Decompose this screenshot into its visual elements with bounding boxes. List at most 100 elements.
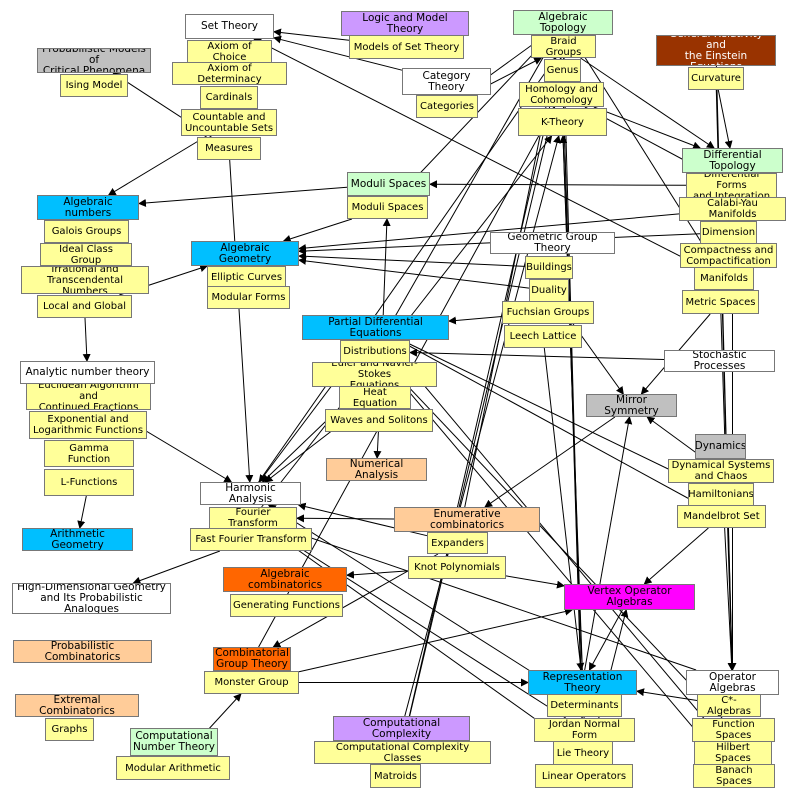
node-models-of-set-theory: Models of Set Theory xyxy=(349,35,464,59)
node-categories: Categories xyxy=(416,95,478,118)
edge-linear-operators-to-genus xyxy=(559,81,585,765)
node-dynamics: Dynamics xyxy=(695,434,746,459)
node-heat-equation: Heat Equation xyxy=(339,386,411,409)
node-ideal-class-group: Ideal Class Group xyxy=(40,243,132,266)
node-axiom-of-choice: Axiom of Choice xyxy=(187,40,272,63)
node-general-relativity: General Relativity and the Einstein Equa… xyxy=(656,35,776,66)
node-probabilistic-combinatorics: Probabilistic Combinatorics xyxy=(13,640,152,663)
edge-enumerative-combinatorics-to-fourier-transform xyxy=(296,514,395,523)
node-curvature: Curvature xyxy=(688,67,744,90)
node-duality: Duality xyxy=(529,279,569,302)
node-numerical-analysis: Numerical Analysis xyxy=(326,458,427,481)
node-linear-operators: Linear Operators xyxy=(535,764,633,788)
edge-curvature-to-differential-topology xyxy=(717,89,733,149)
node-computational-complexity: Computational Complexity xyxy=(333,716,470,741)
node-algebraic-numbers: Algebraic numbers xyxy=(37,195,139,220)
node-buildings: Buildings xyxy=(525,256,573,279)
node-matroids: Matroids xyxy=(370,764,421,788)
edge-measures-to-harmonic-analysis xyxy=(229,159,254,483)
edge-mirror-symmetry-to-enumerative-combinatorics xyxy=(484,416,616,508)
node-hilbert-spaces: Hilbert Spaces xyxy=(694,741,772,765)
node-category-theory: Category Theory xyxy=(402,68,491,95)
edge-moduli-spaces-to-algebraic-geometry xyxy=(282,218,353,243)
edge-waves-solitons-to-numerical-analysis xyxy=(373,431,382,459)
node-c-star-algebras: C*-Algebras xyxy=(697,694,761,717)
node-k-theory: K-Theory xyxy=(518,108,607,136)
node-dynamical-systems: Dynamical Systems and Chaos xyxy=(668,459,774,483)
node-hamiltonians: Hamiltonians xyxy=(688,483,754,506)
node-function-spaces: Function Spaces xyxy=(692,718,775,742)
node-irrational-numbers: Irrational and Transcendental Numbers xyxy=(21,266,149,294)
edge-countable-sets-to-algebraic-numbers xyxy=(107,135,207,196)
node-differential-forms: Differential Forms and Integration xyxy=(686,173,777,198)
node-representation-theory: Representation Theory xyxy=(528,670,637,695)
node-prob-models: Probabilistic Models of Critical Phenome… xyxy=(37,48,151,73)
node-compactness: Compactness and Compactification xyxy=(680,243,777,268)
node-local-global: Local and Global xyxy=(37,295,132,318)
node-waves-solitons: Waves and Solitons xyxy=(325,409,433,432)
node-geometric-group-theory: Geometric Group Theory xyxy=(490,232,615,254)
node-axiom-of-determinacy: Axiom of Determinacy xyxy=(172,62,287,85)
node-algebraic-geometry: Algebraic Geometry xyxy=(191,241,299,266)
node-computational-complexity-classes: Computational Complexity Classes xyxy=(314,741,491,764)
node-banach-spaces: Banach Spaces xyxy=(693,764,775,788)
node-operator-algebras: Operator Algebras xyxy=(686,670,779,695)
node-lie-theory: Lie Theory xyxy=(553,741,613,765)
node-leech-lattice: Leech Lattice xyxy=(504,325,582,348)
node-combinatorial-group-theory: Combinatorial Group Theory xyxy=(213,647,291,671)
node-mandelbrot-set: Mandelbrot Set xyxy=(677,505,766,528)
node-genus: Genus xyxy=(544,59,581,82)
edge-homology-to-differential-topology xyxy=(593,106,702,150)
node-modular-arithmetic: Modular Arithmetic xyxy=(116,756,230,780)
node-extremal-combinatorics: Extremal Combinatorics xyxy=(15,694,139,717)
node-gamma-function: Gamma Function xyxy=(44,440,134,467)
node-l-functions: L-Functions xyxy=(44,469,134,496)
node-countable-sets: Countable and Uncountable Sets xyxy=(181,109,277,136)
node-algebraic-topology: Algebraic Topology xyxy=(513,10,613,35)
edge-fast-fourier-transform-to-high-dim-geometry xyxy=(132,550,221,585)
node-jordan-normal-form: Jordan Normal Form xyxy=(534,718,635,742)
node-monster-group: Monster Group xyxy=(204,671,299,694)
node-fourier-transform: Fourier Transform xyxy=(209,507,297,529)
edge-knot-polynomials-to-vertex-operator-algebras xyxy=(505,575,565,589)
node-generating-functions: Generating Functions xyxy=(230,594,343,617)
edge-mandelbrot-set-to-pde xyxy=(397,339,701,506)
edge-models-of-set-theory-to-set-theory xyxy=(273,28,350,41)
node-cardinals: Cardinals xyxy=(200,86,258,109)
node-graphs: Graphs xyxy=(45,718,94,741)
node-measures: Measures xyxy=(197,137,261,160)
node-dimension: Dimension xyxy=(700,221,757,244)
node-distributions: Distributions xyxy=(340,340,410,363)
node-analytic-number-theory: Analytic number theory xyxy=(20,361,155,384)
node-euler-navier: Euler and Navier-Stokes Equations xyxy=(312,362,437,387)
edge-calabi-yau-to-algebraic-geometry xyxy=(298,213,680,252)
node-determinants: Determinants xyxy=(547,694,622,717)
edge-local-global-to-analytic-number-theory xyxy=(82,317,91,362)
edge-buildings-to-algebraic-geometry xyxy=(298,252,526,267)
node-ising-model: Ising Model xyxy=(60,74,128,97)
edge-duality-to-algebraic-geometry xyxy=(298,256,530,289)
edge-jordan-normal-form-to-k-theory xyxy=(559,135,585,719)
node-exp-log-functions: Exponential and Logarithmic Functions xyxy=(29,411,147,439)
node-pde: Partial Differential Equations xyxy=(302,315,449,340)
node-vertex-operator-algebras: Vertex Operator Algebras xyxy=(564,584,695,610)
node-moduli-spaces-h: Moduli Spaces xyxy=(347,172,430,196)
node-harmonic-analysis: Harmonic Analysis xyxy=(200,482,301,505)
node-calabi-yau: Calabi-Yau Manifolds xyxy=(679,197,786,221)
node-homology: Homology and Cohomology xyxy=(519,82,604,107)
node-manifolds: Manifolds xyxy=(694,267,754,290)
node-fast-fourier-transform: Fast Fourier Transform xyxy=(190,528,312,551)
node-algebraic-combinatorics: Algebraic combinatorics xyxy=(223,567,347,592)
node-arithmetic-geometry: Arithmetic Geometry xyxy=(22,528,133,551)
edge-moduli-spaces-h-to-algebraic-numbers xyxy=(138,186,348,207)
node-high-dim-geometry: High-Dimensional Geometry and Its Probab… xyxy=(12,583,171,614)
node-braid-groups: Braid Groups xyxy=(531,35,596,58)
edge-differential-forms-to-moduli-spaces-h xyxy=(429,180,687,189)
edge-monster-group-to-vertex-operator-algebras xyxy=(298,607,573,673)
edge-l-functions-to-arithmetic-geometry xyxy=(77,495,87,529)
node-metric-spaces: Metric Spaces xyxy=(682,290,759,314)
edge-vertex-operator-algebras-to-representation-theory xyxy=(588,609,623,671)
node-knot-polynomials: Knot Polynomials xyxy=(408,556,506,579)
edge-lie-theory-to-braid-groups xyxy=(559,57,584,742)
